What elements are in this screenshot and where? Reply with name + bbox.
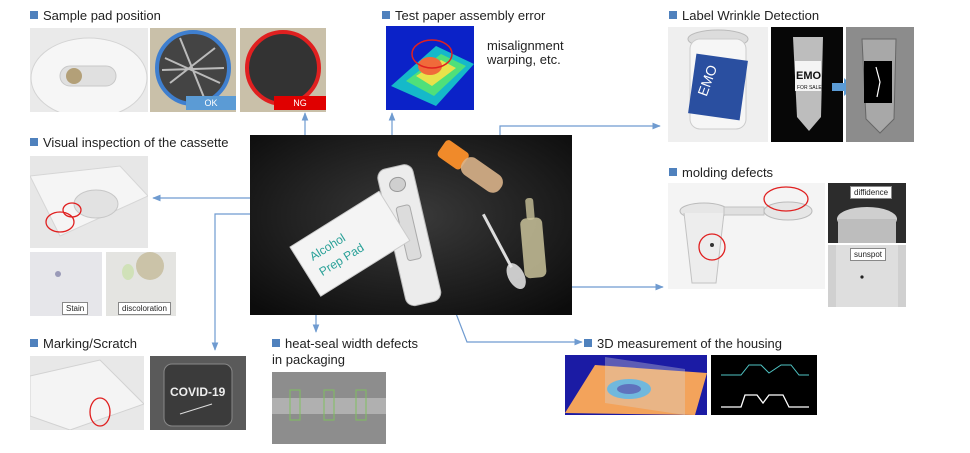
bullet-square: [30, 339, 38, 347]
bullet-square: [584, 339, 592, 347]
sunspot-tag: sunspot: [850, 248, 887, 261]
measure3d-title: 3D measurement of the housing: [584, 336, 782, 352]
marking-cassette-photo: [30, 356, 144, 430]
ampoule: [520, 197, 547, 279]
test-paper-note-2: warping, etc.: [487, 52, 561, 67]
measure3d-profile-photo: [711, 355, 817, 415]
label-wrinkle-title-text: Label Wrinkle Detection: [682, 8, 820, 23]
ok-badge: OK: [186, 96, 236, 110]
visual-cassette-title: Visual inspection of the cassette: [30, 135, 229, 151]
ng-badge: NG: [274, 96, 326, 110]
sample-pad-photo: [30, 28, 148, 112]
label-backlit-photo: EMO FOR SALE: [771, 27, 843, 142]
test-paper-title-text: Test paper assembly error: [395, 8, 546, 23]
label-wrinkle-title: Label Wrinkle Detection: [669, 8, 819, 24]
center-product-photo: Alcohol Prep Pad: [250, 135, 572, 315]
stain-tag: Stain: [62, 302, 89, 315]
diffidence-tag: diffidence: [850, 186, 893, 199]
backlit-label-text: EMO: [796, 70, 822, 82]
molding-tube-photo: [668, 183, 825, 289]
emboss-text: COVID-19: [170, 385, 226, 399]
marking-title: Marking/Scratch: [30, 336, 137, 352]
buffer-tube: [437, 140, 503, 193]
bullet-square: [669, 11, 677, 19]
sample-pad-title-text: Sample pad position: [43, 8, 161, 23]
molding-title: molding defects: [669, 165, 773, 181]
bullet-square: [669, 168, 677, 176]
bullet-square: [382, 11, 390, 19]
visual-cassette-title-text: Visual inspection of the cassette: [43, 135, 229, 150]
measure3d-title-text: 3D measurement of the housing: [597, 336, 782, 351]
cassette-closeup-photo: [30, 156, 148, 248]
molding-title-text: molding defects: [682, 165, 774, 180]
dropper: [482, 213, 526, 290]
bullet-square: [272, 339, 280, 347]
label-processed-photo: [846, 27, 914, 142]
measure3d-map-photo: [565, 355, 707, 415]
alcohol-prep-pad: Alcohol Prep Pad: [289, 190, 411, 297]
marking-emboss-photo: COVID-19: [150, 356, 246, 430]
test-paper-heatmap: [386, 26, 474, 110]
backlit-label-sub: FOR SALE: [797, 85, 822, 91]
bullet-square: [30, 11, 38, 19]
heat-seal-photo: [272, 372, 386, 444]
label-tube-photo: EMO: [668, 27, 768, 142]
sample-pad-title: Sample pad position: [30, 8, 161, 24]
bullet-square: [30, 138, 38, 146]
heat-seal-title: heat-seal width defects: [272, 336, 418, 352]
test-paper-title: Test paper assembly error: [382, 8, 545, 24]
heat-seal-title-line2: in packaging: [272, 352, 345, 367]
test-paper-note-1: misalignment: [487, 38, 564, 53]
marking-title-text: Marking/Scratch: [43, 336, 137, 351]
test-kit-illustration: Alcohol Prep Pad: [250, 135, 572, 315]
heat-seal-title-text: heat-seal width defects: [285, 336, 418, 351]
discoloration-tag: discoloration: [118, 302, 171, 315]
